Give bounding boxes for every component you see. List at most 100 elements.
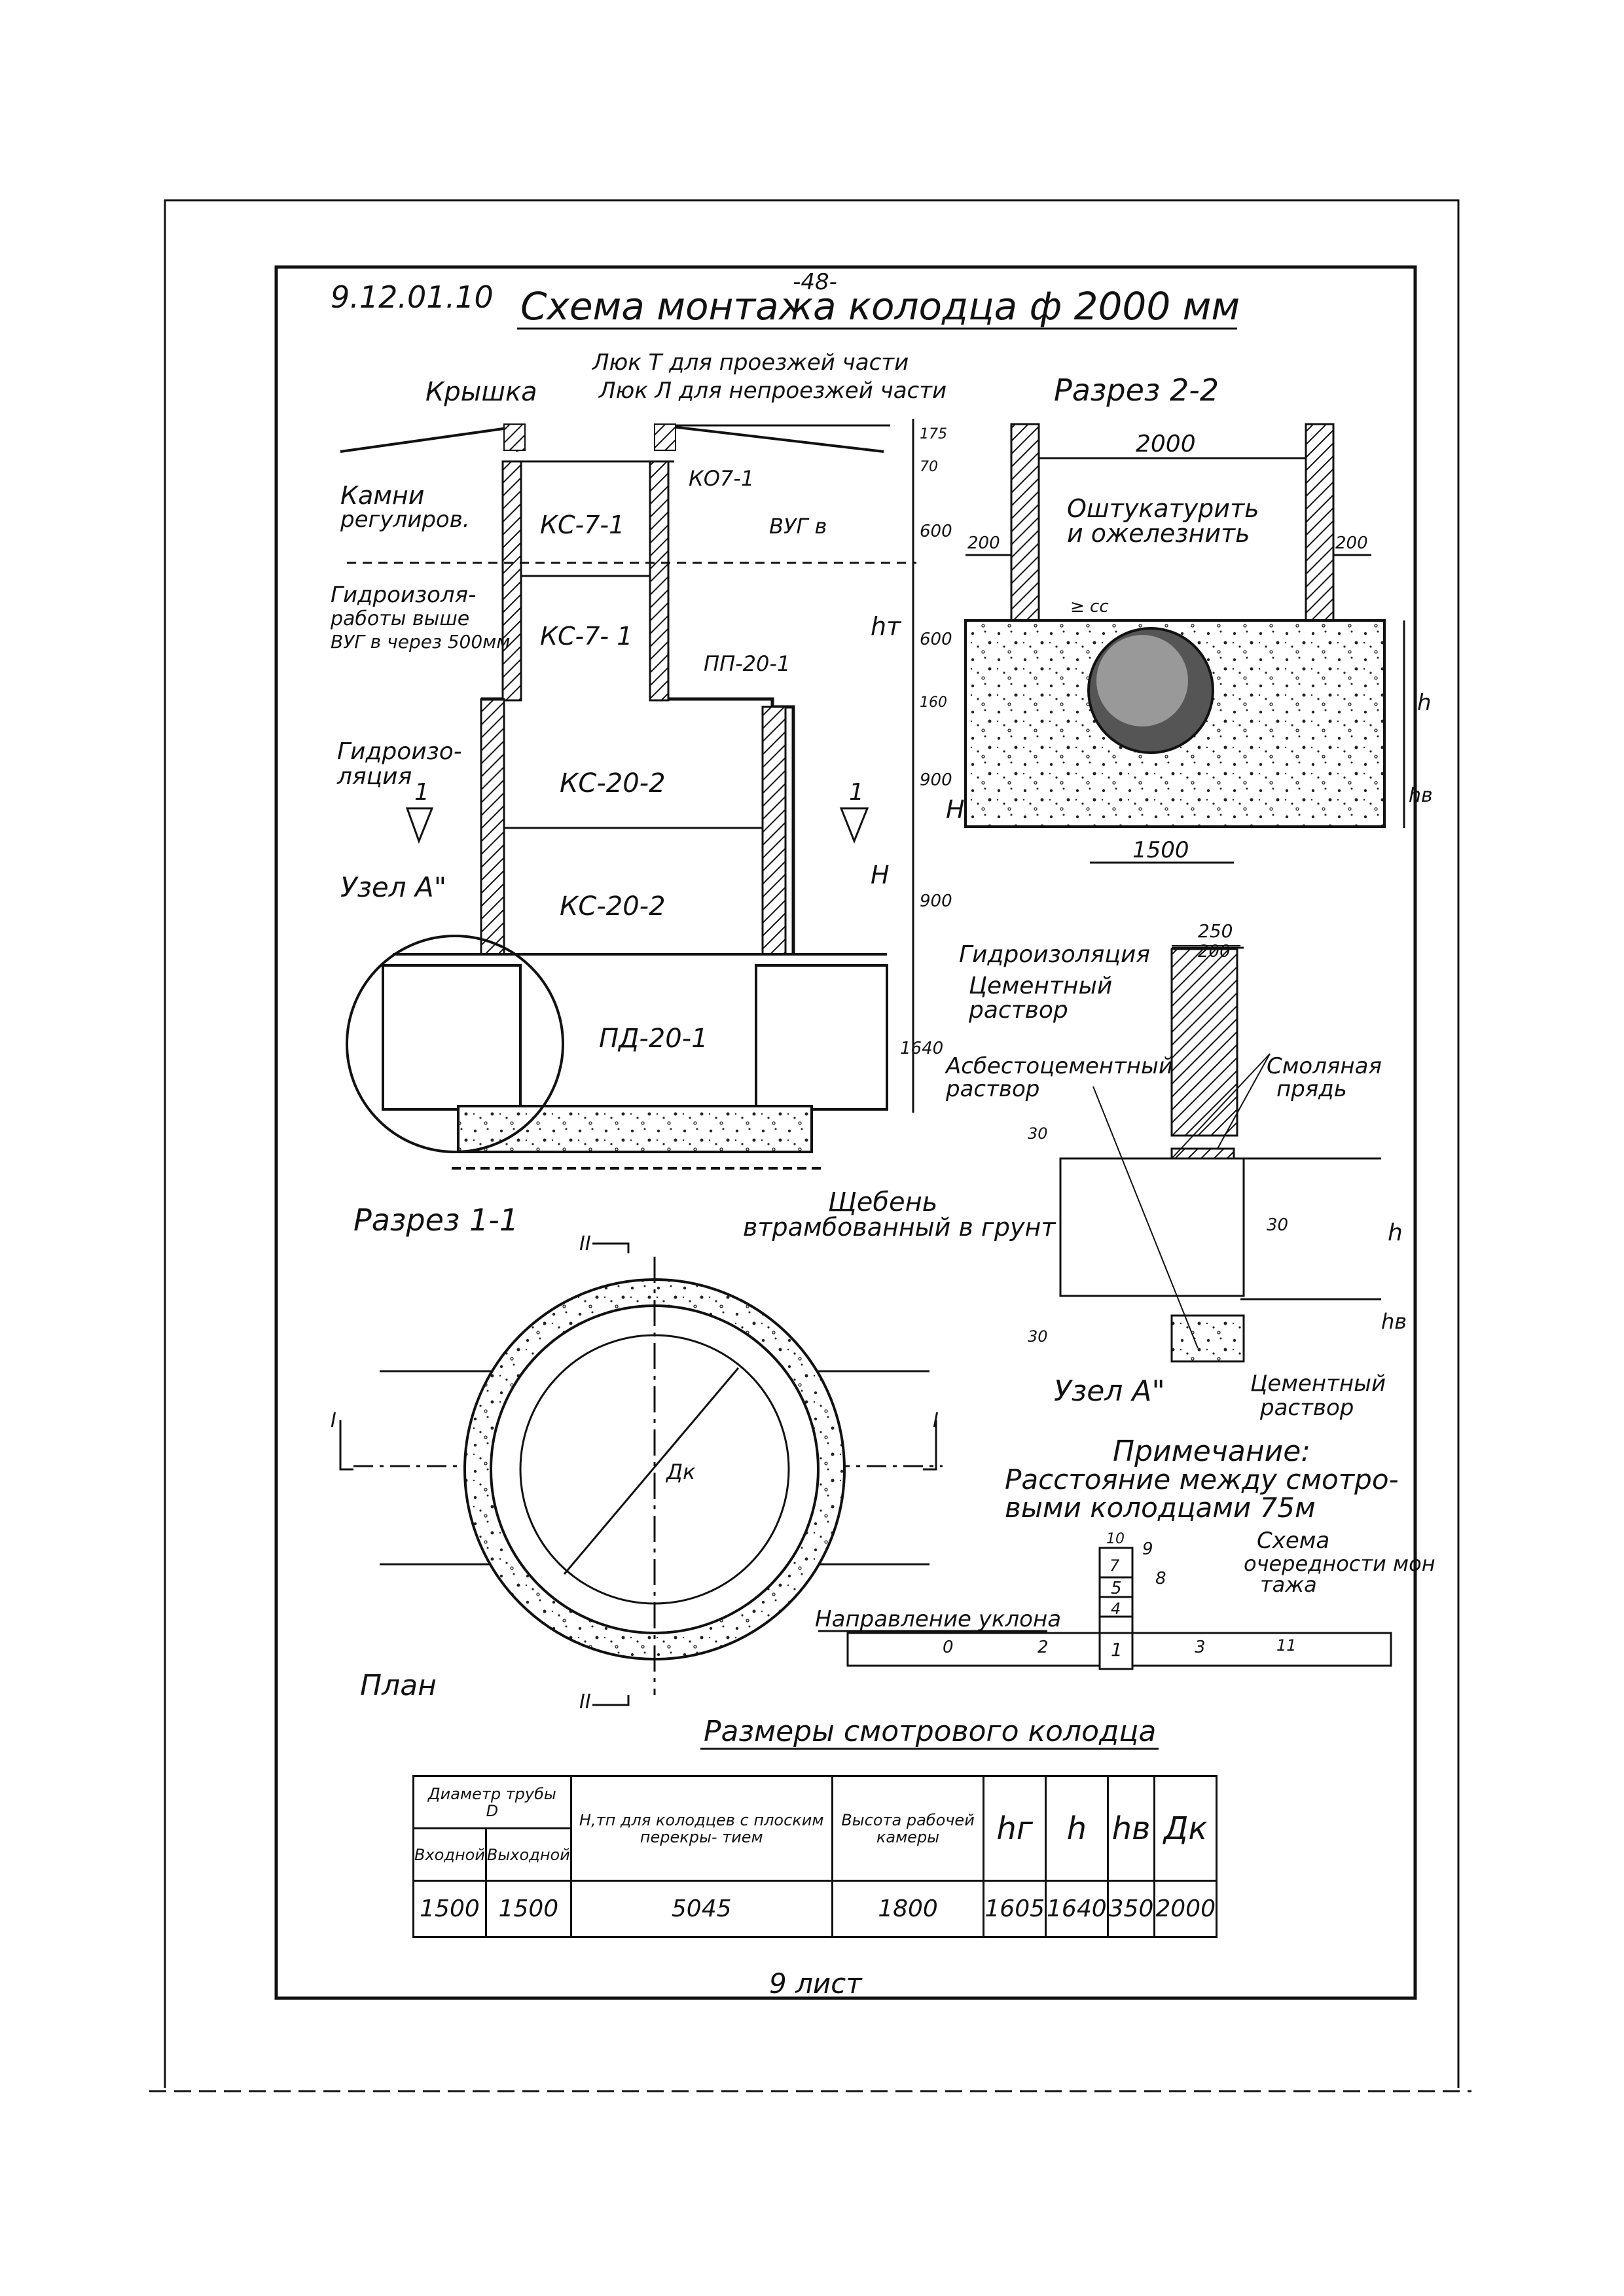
label-sec-II-top: II (579, 1232, 591, 1255)
label-ozhelez-2: и ожелезнить (1067, 519, 1250, 548)
label-smol-2: прядь (1276, 1076, 1347, 1102)
label-ge-cc: ≥ сс (1070, 597, 1109, 617)
label-pp201: ПП-20-1 (704, 651, 790, 676)
label-ks71-bottom: КС-7- 1 (540, 622, 632, 651)
seq-5: 5 (1111, 1579, 1122, 1598)
label-hv-node: hв (1381, 1309, 1407, 1334)
th-inlet: Входной (412, 1827, 487, 1882)
dimensions-table: Диаметр трубы D Н,тп для колодцев с плос… (412, 1775, 1218, 1938)
seq-3: 3 (1195, 1638, 1206, 1657)
th-work-height: Высота рабочей камеры (831, 1775, 985, 1882)
node-a-detail (1059, 945, 1381, 1363)
dim-200-right: 200 (1335, 533, 1368, 553)
node-a-circle (346, 935, 564, 1153)
label-h-node: h (1388, 1219, 1403, 1246)
seq-9: 9 (1142, 1539, 1153, 1559)
dim-2000: 2000 (1136, 431, 1196, 457)
label-shchebeny-2: втрамбованный в грунт (743, 1213, 1056, 1242)
dim-v-160: 160 (920, 694, 947, 711)
label-h-22: h (1417, 690, 1432, 716)
th-h: h (1045, 1775, 1109, 1882)
dim-v-1640: 1640 (900, 1039, 943, 1058)
label-napravlenie: Направление уклона (815, 1606, 1061, 1632)
th-hr: hг (983, 1775, 1047, 1882)
dim-v-900-a: 900 (920, 770, 952, 790)
label-ht: hт (871, 612, 902, 641)
label-luk-t: Люк Т для проезжей части (591, 350, 909, 376)
label-cut-1-right: 1 (849, 779, 864, 806)
th-dk: Дк (1153, 1775, 1218, 1882)
cell-outlet: 1500 (484, 1880, 572, 1938)
label-gidro-1: Гидроизоля- (331, 582, 476, 608)
label-cement-b2: раствор (1259, 1395, 1354, 1421)
seq-7: 7 (1110, 1556, 1120, 1575)
section-2-2 (964, 423, 1405, 864)
th-outlet: Выходной (484, 1827, 572, 1882)
label-sec-I-left: I (331, 1409, 336, 1432)
seq-0: 0 (943, 1638, 954, 1657)
seq-10: 10 (1106, 1531, 1125, 1547)
label-H: Н (871, 861, 890, 889)
label-sec-I-right: I (933, 1409, 939, 1432)
page-number: -48- (793, 269, 837, 295)
seq-8: 8 (1155, 1569, 1166, 1588)
inner-frame (274, 265, 1417, 2000)
dim-v-70: 70 (920, 459, 938, 475)
label-asbest-1: Асбестоцементный (945, 1053, 1173, 1079)
label-regulirov: регулиров. (340, 507, 470, 533)
label-gidroizo-1: Гидроизо- (337, 738, 462, 765)
label-shchebeny-1: Щебень (828, 1187, 937, 1217)
label-schema-1: Схема (1257, 1528, 1329, 1554)
cell-htp: 5045 (569, 1880, 833, 1938)
cell-hv: 350 (1106, 1880, 1156, 1938)
table-row: 1500 1500 5045 1800 1605 1640 350 2000 (412, 1880, 1218, 1938)
seq-11: 11 (1276, 1636, 1297, 1655)
seq-4: 4 (1111, 1600, 1121, 1618)
sheet-code: 9.12.01.10 (331, 279, 494, 315)
cell-h: 1640 (1045, 1880, 1109, 1938)
cell-dk: 2000 (1153, 1880, 1218, 1938)
dim-v-900-b: 900 (920, 891, 952, 911)
dim-30-a: 30 (1028, 1124, 1048, 1143)
dim-v-600-a: 600 (920, 522, 952, 541)
table-title: Размеры смотрового колодца (704, 1715, 1156, 1748)
label-primechanie: Примечание: (1113, 1435, 1310, 1468)
label-schema-2: очередности мон (1244, 1551, 1435, 1576)
label-ozhelez-1: Оштукатурить (1067, 494, 1259, 523)
label-cut-1-left: 1 (414, 779, 429, 806)
label-ko71: КО7-1 (689, 466, 754, 491)
label-uzel-a: Узел А" (1054, 1374, 1165, 1408)
label-ks202-bottom: КС-20-2 (560, 891, 666, 922)
outer-frame (164, 199, 1460, 2088)
dim-200-node: 200 (1198, 942, 1231, 961)
dim-30-c: 30 (1028, 1327, 1048, 1346)
seq-1: 1 (1111, 1639, 1123, 1660)
plan-view (339, 1242, 943, 1706)
label-gidro-3: ВУГ в через 500мм (331, 631, 510, 653)
label-cement-2: раствор (968, 997, 1068, 1024)
label-kryshka: Крышка (425, 377, 537, 407)
label-gidroizolyaciya: Гидроизоляция (959, 941, 1150, 968)
label-cement-b1: Цементный (1250, 1371, 1386, 1397)
sheet-title: Схема монтажа колодца ф 2000 мм (520, 284, 1240, 329)
label-smol-1: Смоляная (1267, 1053, 1382, 1079)
dim-200-left: 200 (967, 533, 1000, 553)
well-elevation (340, 419, 916, 1170)
label-sec-II-bottom: II (579, 1691, 591, 1713)
cell-inlet: 1500 (412, 1880, 487, 1938)
label-dk: Дк (665, 1460, 696, 1484)
label-pd201: ПД-20-1 (599, 1024, 708, 1054)
th-hv: hв (1106, 1775, 1156, 1882)
th-htp: Н,тп для колодцев с плоским перекры- тие… (569, 1775, 833, 1882)
label-gidroizo-2: ляция (336, 763, 412, 790)
label-razrez-11: Разрез 1-1 (353, 1202, 518, 1238)
dim-30-b: 30 (1267, 1215, 1288, 1235)
dim-v-600-b: 600 (920, 630, 952, 649)
label-plan: План (360, 1669, 437, 1702)
dim-v-175: 175 (920, 426, 947, 442)
label-schema-3: тажа (1260, 1572, 1317, 1597)
cell-hr: 1605 (983, 1880, 1047, 1938)
seq-2: 2 (1038, 1638, 1049, 1657)
label-note-2: выми колодцами 75м (1005, 1492, 1316, 1524)
